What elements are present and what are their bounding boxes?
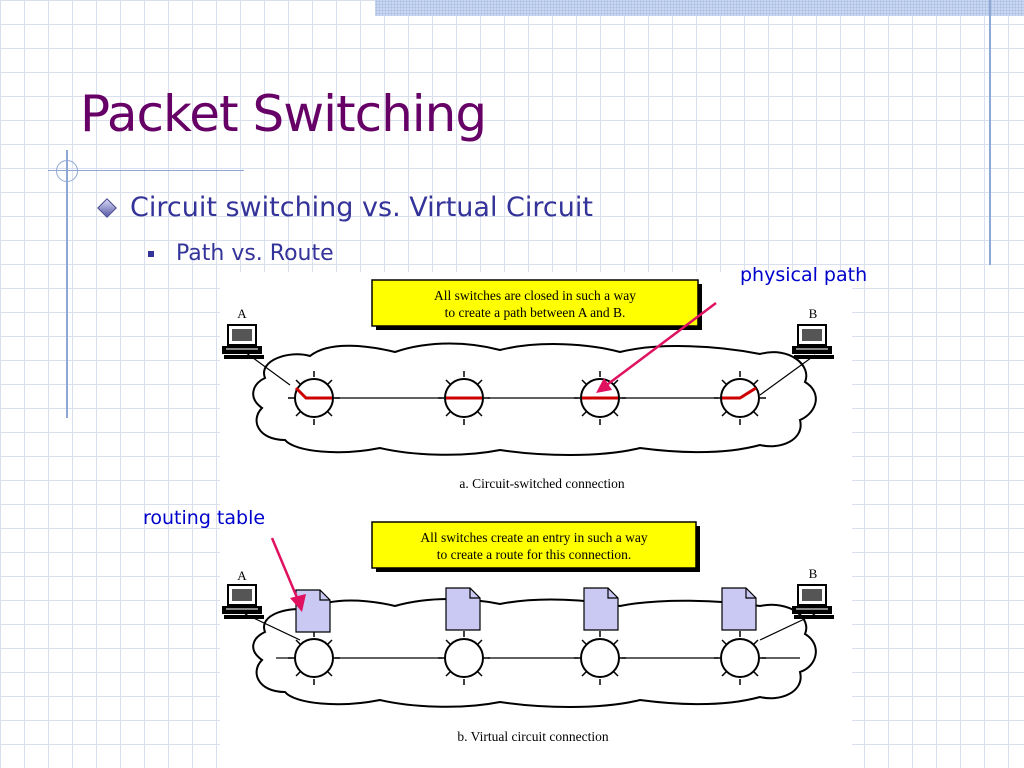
host-a-computer-icon — [221, 324, 265, 360]
routing-table-icon-2 — [445, 587, 481, 631]
note-box-a-line1: All switches are closed in such a way — [434, 288, 636, 303]
cloud-b — [252, 598, 817, 708]
routing-table-callout: routing table — [143, 507, 266, 529]
cloud-a — [252, 342, 817, 456]
note-box-b-line1: All switches create an entry in such a w… — [420, 530, 647, 545]
decorative-top-band — [375, 0, 1024, 16]
decorative-circle — [56, 160, 78, 182]
host-b-label-b: B — [809, 566, 818, 581]
caption-b: b. Virtual circuit connection — [457, 729, 608, 744]
bullet-level2-text: Path vs. Route — [176, 241, 334, 266]
decorative-left-rule — [66, 150, 68, 418]
slide-title: Packet Switching — [80, 85, 487, 143]
note-box-b — [371, 521, 697, 569]
decorative-right-rule — [989, 0, 991, 265]
routing-table-icon-3 — [583, 587, 619, 631]
host-a-label: A — [237, 306, 247, 321]
routing-table-arrow — [270, 537, 300, 601]
note-box-a — [371, 279, 699, 327]
active-path-a-4 — [722, 386, 757, 400]
active-path-a-1 — [294, 386, 332, 400]
routing-table-icon-4 — [721, 587, 757, 631]
routing-table-arrowhead — [290, 594, 306, 612]
host-a-computer-icon-b — [221, 584, 265, 620]
physical-path-arrowhead — [596, 378, 612, 393]
physical-path-arrow — [603, 302, 717, 388]
host-a-label-b: A — [237, 568, 247, 583]
host-b-computer-icon — [791, 324, 835, 360]
note-box-a-line2: to create a path between A and B. — [445, 305, 626, 320]
host-b-label: B — [809, 306, 818, 321]
link-a-host-b — [759, 354, 816, 396]
caption-a: a. Circuit-switched connection — [459, 476, 625, 491]
bullet-level2: Path vs. Route — [148, 241, 334, 266]
bullet-level1: Circuit switching vs. Virtual Circuit — [96, 192, 593, 223]
note-box-b-line2: to create a route for this connection. — [437, 547, 632, 562]
decorative-title-rule — [48, 170, 244, 171]
bullet-level1-text: Circuit switching vs. Virtual Circuit — [130, 192, 593, 223]
square-bullet-icon — [148, 250, 154, 257]
physical-path-callout: physical path — [740, 264, 868, 286]
host-b-computer-icon-b — [791, 584, 835, 620]
